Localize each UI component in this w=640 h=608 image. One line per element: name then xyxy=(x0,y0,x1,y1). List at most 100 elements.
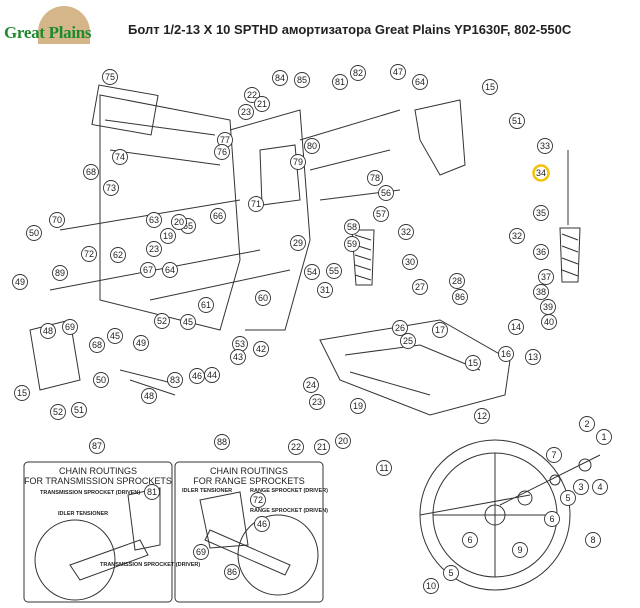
callout-number: 29 xyxy=(293,238,303,248)
part-callout-86: 86 xyxy=(452,289,468,305)
callout-number: 58 xyxy=(347,222,357,232)
callout-circle xyxy=(290,154,306,170)
callout-circle xyxy=(344,236,360,252)
callout-circle xyxy=(367,170,383,186)
page-title: Болт 1/2-13 X 10 SPTHD амортизатора Grea… xyxy=(128,22,572,37)
callout-circle xyxy=(303,377,319,393)
callout-number: 23 xyxy=(241,107,251,117)
callout-number: 25 xyxy=(403,336,413,346)
inset-88-label: IDLER TENSIONER xyxy=(182,488,232,494)
part-callout-51: 51 xyxy=(509,113,525,129)
callout-number: 68 xyxy=(86,167,96,177)
callout-number: 87 xyxy=(92,441,102,451)
callout-number: 13 xyxy=(528,352,538,362)
callout-number: 52 xyxy=(53,407,63,417)
part-callout-40: 40 xyxy=(541,314,557,330)
callout-circle xyxy=(317,282,333,298)
part-callout-31: 31 xyxy=(317,282,333,298)
part-callout-58: 58 xyxy=(344,219,360,235)
callout-number: 20 xyxy=(174,217,184,227)
inset-87-title-2: FOR TRANSMISSION SPROCKETS xyxy=(24,476,172,486)
callout-circle xyxy=(390,64,406,80)
part-callout-4: 4 xyxy=(592,479,608,495)
part-callout-33: 33 xyxy=(537,138,553,154)
callout-number: 9 xyxy=(517,545,522,555)
callout-circle xyxy=(89,337,105,353)
part-callout-64: 64 xyxy=(412,74,428,90)
callout-number: 14 xyxy=(511,322,521,332)
callout-circle xyxy=(146,241,162,257)
callout-number: 42 xyxy=(256,344,266,354)
part-callout-29: 29 xyxy=(290,235,306,251)
callout-number: 81 xyxy=(335,77,345,87)
callout-number: 31 xyxy=(320,285,330,295)
callout-number: 86 xyxy=(227,567,237,577)
callout-number: 45 xyxy=(183,317,193,327)
callout-number: 22 xyxy=(247,90,257,100)
callout-circle xyxy=(288,439,304,455)
callout-number: 72 xyxy=(253,495,263,505)
part-callout-7: 7 xyxy=(546,447,562,463)
callout-circle xyxy=(538,269,554,285)
part-callout-49: 49 xyxy=(12,274,28,290)
callout-circle xyxy=(250,492,266,508)
part-callout-43: 43 xyxy=(230,349,246,365)
part-callout-10: 10 xyxy=(423,578,439,594)
part-callout-14: 14 xyxy=(508,319,524,335)
callout-circle xyxy=(83,164,99,180)
callout-circle xyxy=(103,180,119,196)
callout-number: 79 xyxy=(293,157,303,167)
callout-circle xyxy=(198,297,214,313)
callout-number: 6 xyxy=(549,514,554,524)
callout-number: 10 xyxy=(426,581,436,591)
callout-number: 77 xyxy=(220,135,230,145)
part-callout-83: 83 xyxy=(167,372,183,388)
callout-circle xyxy=(474,408,490,424)
callout-number: 15 xyxy=(17,388,27,398)
part-callout-68: 68 xyxy=(83,164,99,180)
callout-number: 48 xyxy=(144,391,154,401)
part-callout-13: 13 xyxy=(525,349,541,365)
callout-number: 19 xyxy=(163,231,173,241)
callout-circle xyxy=(560,490,576,506)
callout-number: 21 xyxy=(257,99,267,109)
part-callout-24: 24 xyxy=(303,377,319,393)
callout-number: 80 xyxy=(307,141,317,151)
callout-circle xyxy=(525,349,541,365)
callout-circle xyxy=(224,564,240,580)
callout-circle xyxy=(238,104,254,120)
callout-circle xyxy=(50,404,66,420)
part-callout-21: 21 xyxy=(254,96,270,112)
callout-circle xyxy=(214,144,230,160)
callout-circle xyxy=(400,333,416,349)
callout-number: 39 xyxy=(543,302,553,312)
part-callout-20: 20 xyxy=(171,214,187,230)
part-callout-52: 52 xyxy=(50,404,66,420)
part-callout-35: 35 xyxy=(533,205,549,221)
callout-circle xyxy=(412,74,428,90)
callout-circle xyxy=(412,279,428,295)
callout-number: 76 xyxy=(217,147,227,157)
callout-number: 15 xyxy=(468,358,478,368)
part-callout-62: 62 xyxy=(110,247,126,263)
callout-number: 20 xyxy=(338,436,348,446)
callout-number: 2 xyxy=(584,419,589,429)
callout-number: 81 xyxy=(147,487,157,497)
callout-circle xyxy=(248,196,264,212)
callout-number: 35 xyxy=(536,208,546,218)
callout-number: 15 xyxy=(485,82,495,92)
callout-circle xyxy=(482,79,498,95)
callout-number: 65 xyxy=(183,221,193,231)
callout-number: 57 xyxy=(376,209,386,219)
callout-circle xyxy=(585,532,601,548)
callout-number: 36 xyxy=(536,247,546,257)
part-callout-70: 70 xyxy=(49,212,65,228)
callout-circle xyxy=(162,262,178,278)
callout-circle xyxy=(52,265,68,281)
part-callout-60: 60 xyxy=(255,290,271,306)
inset-callout-69: 69 xyxy=(193,544,209,560)
callout-circle xyxy=(443,565,459,581)
callout-circle xyxy=(392,320,408,336)
